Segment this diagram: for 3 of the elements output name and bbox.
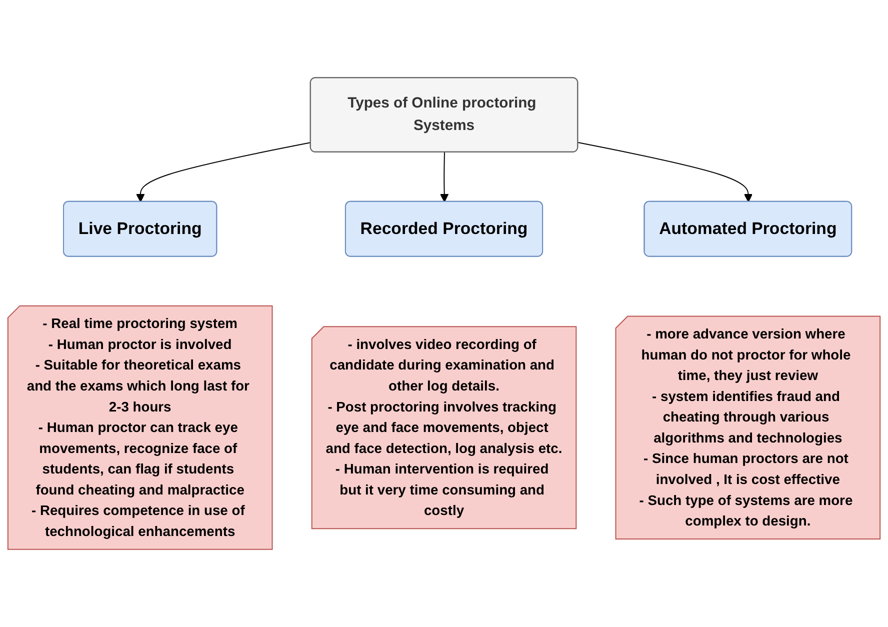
arrow (440, 152, 449, 202)
arrow (578, 142, 753, 202)
arrow (136, 142, 312, 202)
